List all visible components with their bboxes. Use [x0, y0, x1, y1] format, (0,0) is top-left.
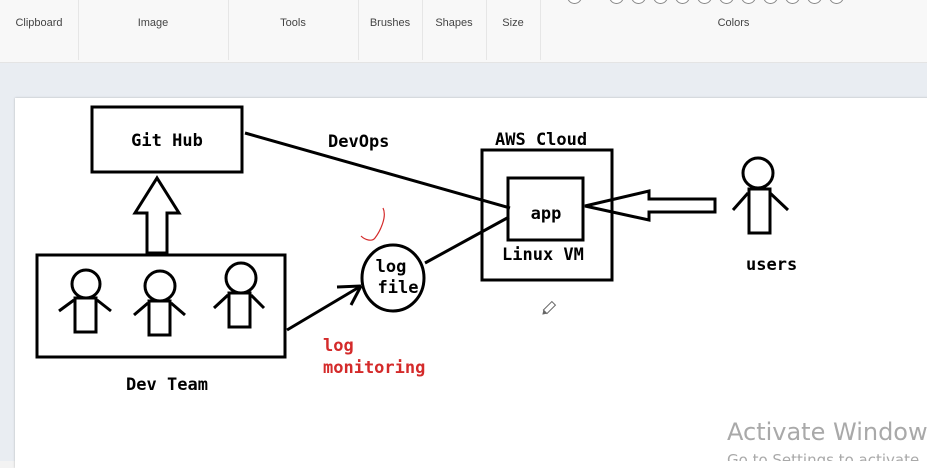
tools-group-label: Tools — [280, 17, 306, 29]
pencil-cursor-icon — [542, 300, 557, 315]
logfile-to-app-connector — [424, 215, 510, 265]
log-file-label-line2: file — [378, 278, 419, 298]
developer-left-arm — [58, 298, 75, 313]
image-group[interactable]: Image — [78, 0, 229, 60]
log-monitoring-label-line2: monitoring — [323, 358, 425, 378]
shapes-group-label: Shapes — [435, 17, 473, 29]
user-body — [747, 187, 772, 235]
clipboard-group-label: Clipboard — [15, 17, 63, 29]
developer-head — [224, 261, 258, 295]
aws-cloud-label: AWS Cloud — [495, 130, 587, 150]
devops-connector — [244, 131, 511, 210]
user-right-arm — [768, 191, 790, 212]
developer-right-arm — [170, 301, 186, 317]
developer-right-arm — [96, 298, 112, 313]
user-head — [741, 156, 775, 190]
color-swatch[interactable] — [807, 0, 822, 4]
developer-left-arm — [133, 301, 149, 317]
color-swatch[interactable] — [631, 0, 646, 4]
color-swatch[interactable] — [609, 0, 624, 4]
devops-label: DevOps — [328, 132, 389, 152]
users-label: users — [746, 255, 797, 275]
users-arrow — [584, 189, 717, 222]
dev-team-label: Dev Team — [126, 375, 208, 395]
github-label: Git Hub — [131, 131, 203, 151]
colors-group: Colors — [540, 0, 927, 60]
color-swatch[interactable] — [697, 0, 712, 4]
upload-arrow — [132, 175, 182, 255]
log-monitoring-arrow — [286, 284, 362, 332]
linux-vm-box[interactable] — [480, 148, 614, 282]
developer-head — [143, 269, 177, 303]
log-monitoring-label-line1: log — [323, 336, 354, 356]
log-monitoring-arrowhead — [349, 285, 363, 306]
color-swatch[interactable] — [785, 0, 800, 4]
developer-left-arm — [212, 293, 230, 310]
app-label: app — [531, 204, 562, 224]
color-swatch[interactable] — [763, 0, 778, 4]
developer-body — [73, 296, 98, 334]
shapes-group[interactable]: Shapes — [422, 0, 487, 60]
red-scribble — [360, 207, 385, 241]
drawing-canvas[interactable]: Git Hub DevOps AWS Cloud app Linux VM us… — [15, 98, 927, 468]
dev-team-box[interactable] — [35, 253, 287, 359]
activate-windows-subtitle: Go to Settings to activate — [727, 451, 919, 461]
github-box[interactable] — [90, 105, 244, 174]
linux-vm-label: Linux VM — [502, 245, 584, 265]
developer-head — [70, 268, 102, 300]
diagram-drawing: Git Hub DevOps AWS Cloud app Linux VM us… — [35, 105, 927, 461]
brushes-group-label: Brushes — [369, 17, 411, 29]
developer-body — [227, 291, 252, 329]
size-group[interactable]: Size — [486, 0, 541, 60]
color-swatch[interactable] — [653, 0, 668, 4]
color-swatch[interactable] — [741, 0, 756, 4]
user-left-arm — [731, 192, 750, 211]
color-swatch[interactable] — [829, 0, 844, 4]
color-swatch[interactable] — [675, 0, 690, 4]
activate-windows-watermark: Activate Windows — [727, 418, 927, 446]
brushes-group[interactable]: Brushes — [358, 0, 423, 60]
tools-group[interactable]: Tools — [228, 0, 359, 60]
ribbon-toolbar: Clipboard Image Tools Brushes Shapes Siz… — [0, 0, 927, 63]
developer-body — [147, 299, 172, 337]
canvas-area: Git Hub DevOps AWS Cloud app Linux VM us… — [0, 63, 927, 468]
log-file-label-line1: log — [376, 257, 407, 277]
log-file-node[interactable] — [360, 243, 426, 313]
developer-right-arm — [249, 293, 266, 310]
app-box[interactable] — [506, 176, 585, 242]
color-swatch[interactable] — [567, 0, 582, 4]
log-monitoring-arrowhead — [336, 284, 362, 289]
colors-group-label: Colors — [717, 17, 750, 29]
clipboard-group[interactable]: Clipboard — [0, 0, 79, 60]
image-group-label: Image — [137, 17, 169, 29]
size-group-label: Size — [502, 17, 524, 29]
color-swatch[interactable] — [719, 0, 734, 4]
